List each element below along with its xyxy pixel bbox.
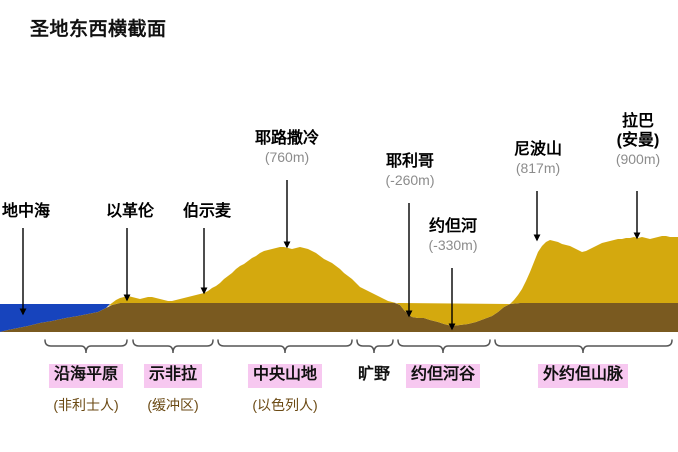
peak-elevation: (900m) [615,150,661,167]
peak-name: 耶利哥 [385,153,435,170]
region-label-yanhaipingyuan: 沿海平原 (非利士人) [48,364,124,415]
peak-name: 伯示麦 [182,203,232,220]
region-label-shifeila: 示非拉 (缓冲区) [143,364,203,415]
region-name: 约但河谷 [405,364,481,388]
brace-shifeila [132,339,214,354]
peak-label-dizhonghai: 地中海 [2,203,50,222]
region-name: 旷野 [357,366,391,383]
peak-label-yuedanhe: 约但河 (-330m) [428,218,477,254]
peak-elevation: (817m) [515,159,561,176]
peak-name: 约但河 [428,218,478,235]
peak-elevation: (-260m) [385,171,435,188]
land-profile-area [108,236,678,326]
region-name: 中央山地 [247,364,323,388]
peak-name: 尼波山 [513,141,563,158]
region-label-zhongyangshandi: 中央山地 (以色列人) [247,364,323,415]
peak-label-laba: 拉巴 (安曼) (900m) [616,113,660,168]
brace-waiyuedanshanmai [494,339,673,354]
region-name: 示非拉 [143,364,203,388]
region-name: 沿海平原 [48,364,124,388]
peak-name-secondary: (安曼) [616,131,660,149]
region-name: 外约但山脉 [537,364,629,388]
peak-name: 以革伦 [105,203,155,220]
region-label-kuangye: 旷野 [353,364,395,388]
brace-yuedanheguu [397,339,491,354]
brace-zhongyangshandi [217,339,353,354]
peak-label-yelusaleng: 耶路撒冷 (760m) [255,130,319,166]
peak-label-yigelun: 以革伦 [106,203,154,222]
region-label-waiyuedanshanmai: 外约但山脉 [537,364,629,388]
region-sublabel: (非利士人) [53,396,119,413]
peak-elevation: (760m) [264,148,310,165]
mediterranean-sea-area [0,304,110,332]
peak-label-niboshan: 尼波山 (817m) [514,141,562,177]
peak-name: 耶路撒冷 [254,130,320,147]
peak-elevation: (-330m) [428,236,478,253]
region-label-yuedanheguu: 约但河谷 [405,364,481,388]
brace-kuangye [356,339,394,354]
region-sublabel: (缓冲区) [147,396,199,413]
peak-label-boshimai: 伯示麦 [183,203,231,222]
peak-label-yeligo: 耶利哥 (-260m) [385,153,434,189]
peak-name: 地中海 [1,203,51,220]
region-sublabel: (以色列人) [252,396,318,413]
bedrock-layer [0,303,678,332]
page-title: 圣地东西横截面 [30,19,167,40]
peak-name: 拉巴 [621,113,655,130]
brace-yanhaipingyuan [44,339,128,354]
